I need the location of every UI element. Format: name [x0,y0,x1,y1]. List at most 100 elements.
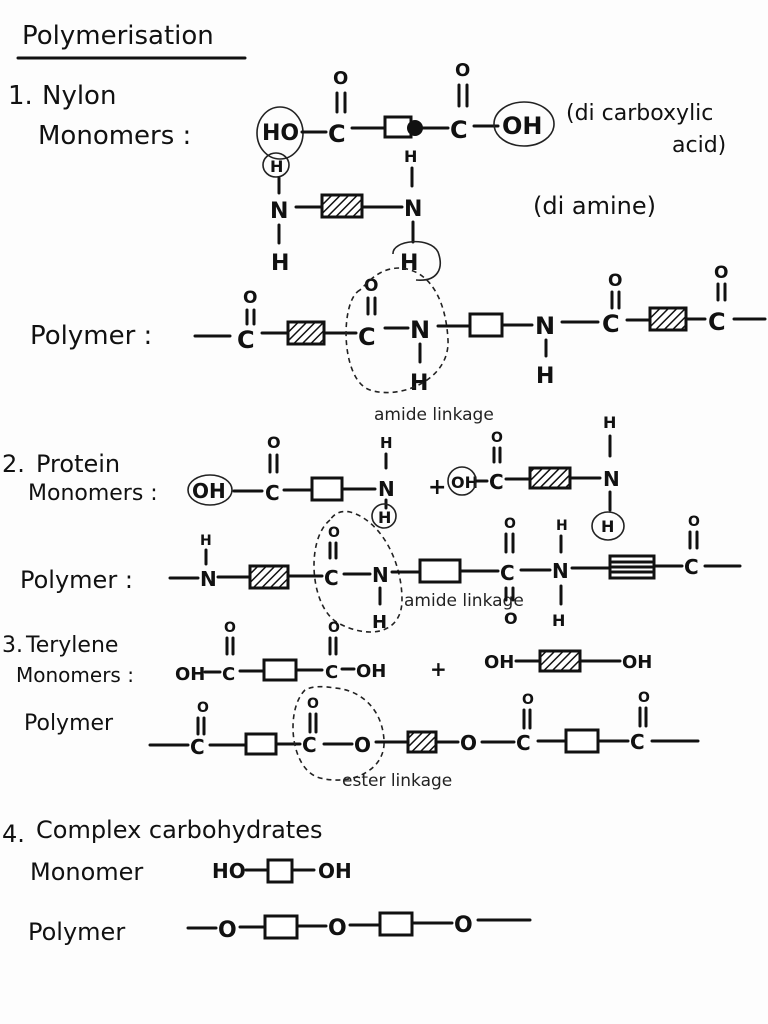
nylon-number: 1. [8,81,33,111]
nylon-poly-c3: C [602,310,620,338]
terylene-poly-o6: O [638,690,650,706]
page-title: Polymerisation [22,21,214,51]
nylon-amine-h-circle [392,240,441,281]
terylene-poly-o1: O [197,700,209,716]
nylon-poly-o3: O [608,271,622,291]
nylon-amine-ring [320,193,364,219]
terylene-polymer-label: Polymer [24,711,114,736]
protein-m2-h1: H [603,413,616,432]
terylene-number: 3. [2,633,23,658]
terylene-poly-o3: O [354,733,371,757]
terylene-poly-c2: C [302,733,317,757]
nylon-amine-h2: H [271,251,289,276]
protein-poly-n1: N [200,567,217,591]
terylene-m2-oh2: OH [622,652,652,673]
terylene-poly-c1: C [190,735,205,759]
nylon-amine-n1: N [270,199,288,224]
nylon-poly-c2: C [358,323,376,351]
terylene-poly-o2: O [307,696,319,712]
protein-m2-ring [528,466,572,490]
carbo-m-ring [266,858,294,884]
nylon-poly-c4: C [708,308,726,336]
nylon-amine-n2: N [404,197,422,222]
nylon-acid-c1: C [328,120,346,148]
nylon-poly-ring1 [286,320,326,346]
nylon-acid-oh-circle [493,101,555,147]
terylene-poly-ring2 [406,730,438,754]
terylene-m1-c2: C [325,662,338,683]
terylene-ester-linkage-loop [292,685,385,781]
nylon-poly-ring2 [468,312,504,338]
nylon-amine-h3: H [404,147,417,166]
protein-m1-oh-circle [187,474,233,506]
nylon-amine-h1: H [270,157,283,176]
nylon-poly-h2: H [536,364,554,389]
nylon-acid-oh: OH [502,112,543,140]
protein-poly-n3: N [552,559,569,583]
nylon-poly-o4: O [714,263,728,283]
nylon-acid-note-2: acid) [672,133,726,158]
protein-polymer-label: Polymer : [20,566,133,594]
carbo-poly-o3: O [454,913,473,938]
terylene-ester-linkage-label: ester linkage [342,771,452,791]
terylene-plus: + [430,657,447,681]
nylon-poly-h1: H [410,371,428,396]
terylene-monomers-label: Monomers : [16,663,134,687]
protein-poly-h1: H [200,533,212,549]
carbo-m-ho: HO [212,859,246,883]
carbo-poly-o2: O [328,916,347,941]
protein-poly-o2: O [504,516,516,532]
protein-plus: + [428,475,446,500]
protein-poly-o3: O [504,609,518,628]
nylon-heading: Nylon [42,81,116,111]
nylon-amide-linkage-loop [345,267,449,394]
nylon-amine-note: (di amine) [533,192,656,220]
carbo-polymer-label: Polymer [28,918,125,946]
nylon-polymer-label: Polymer : [30,321,152,351]
protein-poly-h2: H [372,612,387,633]
protein-m1-n: N [378,477,395,501]
protein-poly-h4: H [552,611,565,630]
terylene-m2-oh1: OH [484,652,514,673]
carbo-number: 4. [2,820,25,848]
carbo-poly-o1: O [218,918,237,943]
protein-m1-h2-circle [371,503,397,529]
protein-m2-c: C [489,470,504,494]
protein-m2-oh: OH [451,473,478,492]
carbo-monomer-label: Monomer [30,858,143,886]
terylene-m1-oh2: OH [356,661,386,682]
nylon-amine-h1-circle [262,152,290,178]
terylene-m2-ring [538,649,582,673]
protein-number: 2. [2,450,25,478]
protein-amide-linkage-label: amide linkage [404,591,524,611]
terylene-poly-ring1 [244,732,278,756]
protein-poly-ring1 [248,564,290,590]
terylene-poly-c3: C [516,731,531,755]
terylene-poly-o4: O [460,731,477,755]
nylon-acid-note: (di carboxylic [566,101,713,126]
protein-poly-n2: N [372,563,389,587]
protein-m2-o: O [491,430,503,446]
nylon-monomers-label: Monomers : [38,121,191,151]
terylene-m1-o2: O [328,620,340,636]
protein-poly-o4: O [688,514,700,530]
nylon-acid-o1: O [333,68,348,89]
nylon-poly-ring3 [648,306,688,332]
protein-m2-h2-circle [591,511,625,541]
nylon-acid-ho: HO [262,121,299,146]
protein-m2-n: N [603,467,620,491]
protein-m2-h2: H [601,517,614,536]
terylene-m1-o1: O [224,620,236,636]
protein-m1-h2: H [378,508,391,527]
nylon-acid-o2: O [455,60,470,81]
terylene-poly-o5: O [522,692,534,708]
protein-heading: Protein [36,450,120,478]
nylon-poly-n1: N [410,316,430,344]
protein-amide-linkage-loop [313,510,403,633]
carbo-heading: Complex carbohydrates [36,816,323,844]
nylon-poly-o2: O [364,276,378,296]
nylon-poly-o1: O [243,288,257,308]
nylon-poly-n2: N [535,312,555,340]
carbo-poly-ring1 [263,914,299,940]
